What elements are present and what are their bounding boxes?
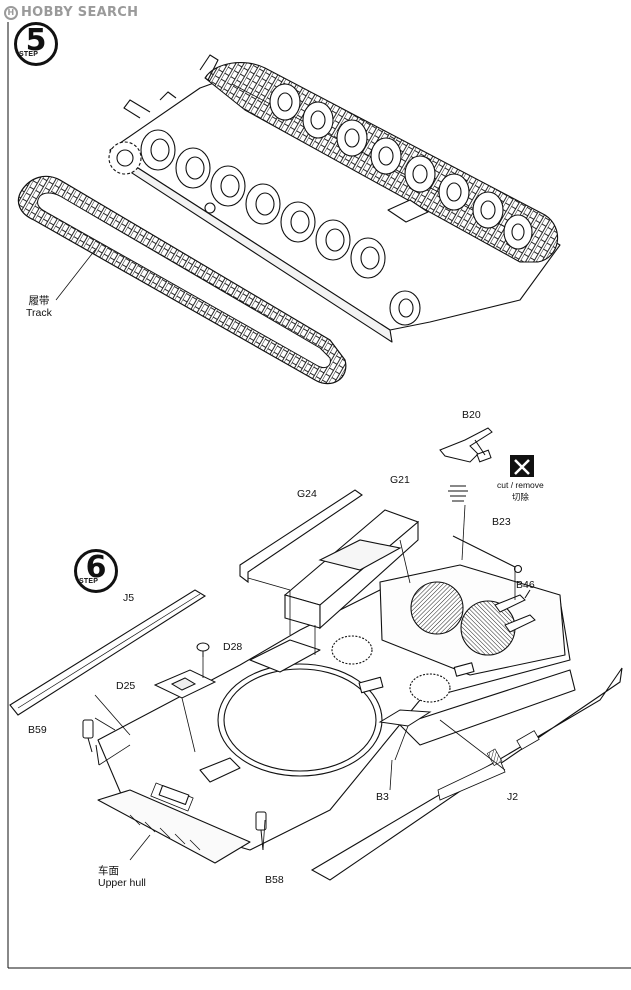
- part-b3: [378, 709, 432, 727]
- cut-remove-note: cut / remove 切除: [497, 479, 544, 503]
- label-d25: D25: [116, 680, 136, 692]
- far-road-wheels: [269, 83, 533, 250]
- step-5-badge: 5 STEP: [14, 22, 58, 66]
- part-j5-skirt: [9, 589, 207, 716]
- part-j2-skirt: [310, 667, 623, 881]
- label-g24: G24: [297, 488, 317, 500]
- near-road-wheels: [140, 129, 421, 326]
- hobby-search-logo-icon: H: [4, 5, 18, 20]
- part-d28: [196, 642, 210, 657]
- upper-hull-label-en: Upper hull: [98, 877, 146, 889]
- step-6-badge: 6 STEP: [74, 549, 118, 593]
- step-5-label: STEP: [19, 51, 39, 58]
- upper-hull-label: 车面 Upper hull: [98, 865, 146, 889]
- part-b59: [82, 719, 100, 766]
- part-d25: [153, 669, 217, 699]
- down-arrow-icon: [448, 485, 468, 502]
- part-b20: [439, 427, 493, 463]
- cut-remove-icon: [510, 455, 534, 477]
- page-border: [7, 22, 631, 969]
- part-b46: [494, 589, 536, 633]
- engine-grille-left: [410, 581, 464, 635]
- assembly-guide-lines: [94, 504, 516, 851]
- label-j2: J2: [507, 791, 519, 803]
- hobby-search-watermark: H HOBBY SEARCH: [4, 5, 138, 20]
- label-b20: B20: [462, 409, 481, 421]
- label-d28: D28: [223, 641, 243, 653]
- cut-remove-note-cn: 切除: [511, 492, 529, 502]
- upper-hull-label-cn: 车面: [98, 865, 119, 877]
- label-b59: B59: [28, 724, 47, 736]
- cut-remove-note-en: cut / remove: [497, 480, 544, 490]
- step-6-label: STEP: [79, 578, 99, 585]
- label-g21: G21: [390, 474, 410, 486]
- drive-sprocket: [108, 141, 142, 175]
- front-glacis: [97, 789, 251, 864]
- step5-hull-assembly: [17, 54, 561, 385]
- fender-j2-panel: [399, 669, 576, 746]
- label-b3: B3: [376, 791, 389, 803]
- track-leader: [55, 249, 96, 301]
- turret-ring: [217, 663, 383, 777]
- watermark-text: HOBBY SEARCH: [21, 5, 139, 20]
- step-6-number: 6: [85, 550, 107, 585]
- track-label-en: Track: [26, 307, 52, 319]
- track-label: 履带 Track: [26, 295, 52, 319]
- step-5-number: 5: [25, 23, 47, 58]
- part-g24: [239, 489, 363, 584]
- track-label-cn: 履带: [28, 295, 50, 307]
- step6-upper-hull: [97, 564, 576, 864]
- label-j5: J5: [123, 592, 135, 604]
- part-b58: [255, 811, 267, 851]
- part-g21: [283, 509, 420, 630]
- label-b46: B46: [516, 579, 535, 591]
- label-b58: B58: [265, 874, 284, 886]
- label-b23: B23: [492, 516, 511, 528]
